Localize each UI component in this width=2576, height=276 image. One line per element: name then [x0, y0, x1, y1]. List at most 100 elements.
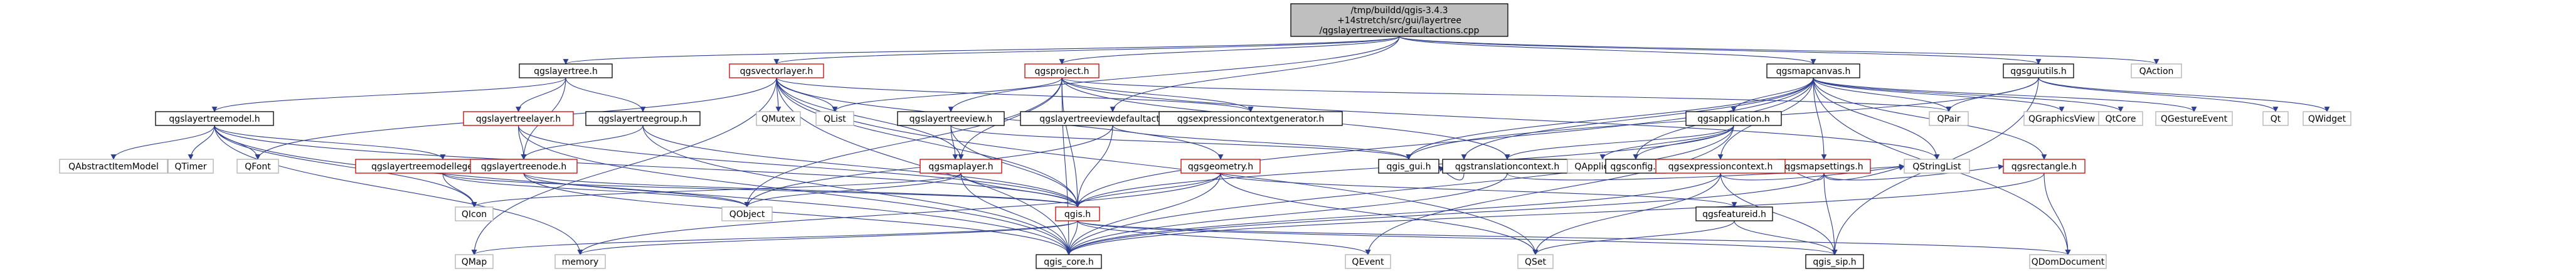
node-box — [1517, 254, 1554, 269]
node-QTimer[interactable]: QTimer — [167, 159, 214, 174]
node-box — [1655, 159, 1786, 174]
node-QtCore[interactable]: QtCore — [2098, 111, 2143, 126]
node-label: qgsexpressioncontextgenerator.h — [1177, 114, 1325, 124]
node-label: QTimer — [174, 162, 206, 172]
node-label: qgslayertreegroup.h — [598, 114, 687, 124]
node-qgsmapsettings[interactable]: qgsmapsettings.h — [1777, 159, 1871, 174]
node-QIcon[interactable]: QIcon — [455, 206, 494, 221]
node-box — [554, 254, 606, 269]
node-qgis_sip[interactable]: qgis_sip.h — [1805, 254, 1864, 269]
edge-qgsproject-to-QList — [832, 77, 1063, 112]
node-QGestureEvent[interactable]: QGestureEvent — [2155, 111, 2233, 126]
node-QSet[interactable]: QSet — [1517, 254, 1554, 269]
node-qgis_gui[interactable]: qgis_gui.h — [1378, 159, 1439, 174]
node-qgsguiutils[interactable]: qgsguiutils.h — [2003, 63, 2074, 78]
node-qgslayertreenode[interactable]: qgslayertreenode.h — [470, 159, 578, 174]
node-QObject[interactable]: QObject — [721, 206, 773, 221]
edge-qgsapplication-to-qgis_core — [1066, 125, 1734, 255]
edge-root-to-qgslayertree — [563, 36, 1400, 65]
node-box — [2003, 63, 2074, 78]
node-box — [2131, 63, 2182, 78]
node-box — [2029, 254, 2107, 269]
node-label: qgsapplication.h — [1697, 114, 1770, 124]
edge-qgstranslationcontext-to-qgis_core — [1066, 172, 1508, 255]
node-label: qgis_sip.h — [1813, 257, 1856, 267]
node-QWidget[interactable]: QWidget — [2303, 111, 2351, 126]
node-QStringList[interactable]: QStringList — [1904, 159, 1970, 174]
node-QMutex[interactable]: QMutex — [756, 111, 801, 126]
edge-qgsgeometry-to-qgis_core — [1066, 172, 1221, 255]
edge-qgsmaplayer-to-qgis_core — [960, 172, 1072, 255]
edge-qgsmapcanvas-to-QPair — [1813, 77, 1952, 112]
node-box — [1024, 63, 1100, 78]
node-qgslayertreeview[interactable]: qgslayertreeview.h — [897, 111, 1005, 126]
edge-qgslayertreemodellegendnode-to-qgis — [442, 172, 1081, 208]
edge-qgslayertreenode-to-qgis_core — [523, 172, 1072, 255]
node-label: qgis_core.h — [1044, 257, 1094, 267]
node-qgsfeatureid[interactable]: qgsfeatureid.h — [1695, 206, 1773, 221]
node-qgsgeometry[interactable]: qgsgeometry.h — [1180, 159, 1261, 174]
edge-qgsexpressioncontext-to-QSet — [1532, 172, 1721, 255]
node-box — [519, 63, 613, 78]
node-qgsexpressioncontext[interactable]: qgsexpressioncontext.h — [1655, 159, 1786, 174]
node-qgslayertreemodel[interactable]: qgslayertreemodel.h — [155, 111, 274, 126]
node-label: QAbstractItemModel — [68, 162, 159, 172]
node-box — [155, 111, 274, 126]
node-label: qgsproject.h — [1035, 66, 1089, 77]
node-qgslayertree[interactable]: qgslayertree.h — [519, 63, 613, 78]
node-qgslayertreegroup[interactable]: qgslayertreegroup.h — [585, 111, 701, 126]
node-QGraphicsView[interactable]: QGraphicsView — [2023, 111, 2100, 126]
header-nodes: /tmp/buildd/qgis-3.4.3+14stretch/src/gui… — [59, 3, 2351, 269]
node-QAction[interactable]: QAction — [2131, 63, 2182, 78]
node-box — [1158, 111, 1343, 126]
edge-root-to-qgsmapcanvas — [1399, 36, 1816, 65]
node-box — [59, 159, 168, 174]
edge-qgslayertreemodellegendnode-to-QObject — [442, 172, 750, 208]
node-qgslayertreelayer[interactable]: qgslayertreelayer.h — [463, 111, 574, 126]
node-qgis_core[interactable]: qgis_core.h — [1036, 254, 1102, 269]
node-Qt[interactable]: Qt — [2262, 111, 2289, 126]
node-qgsapplication[interactable]: qgsapplication.h — [1685, 111, 1782, 126]
node-qgstranslationcontext[interactable]: qgstranslationcontext.h — [1442, 159, 1572, 174]
node-box — [1766, 63, 1860, 78]
edge-qgsmapcanvas-to-qgsrectangle — [1813, 77, 2047, 160]
node-QAbstractItemModel[interactable]: QAbstractItemModel — [59, 159, 168, 174]
edge-qgsrectangle-to-QDomDocument — [2043, 172, 2071, 255]
node-label: /qgslayertreeviewdefaultactions.cpp — [1320, 26, 1480, 36]
edge-qgsfeatureid-to-qgis_sip — [1734, 220, 1838, 255]
edge-qgsmapcanvas-to-qgsprevieweffect — [1461, 77, 1814, 160]
node-label: QWidget — [2308, 114, 2346, 124]
node-qgsproject[interactable]: qgsproject.h — [1024, 63, 1100, 78]
edge-qgsapplication-to-qgsconfig — [1633, 125, 1734, 160]
node-qgis[interactable]: qgis.h — [1055, 206, 1100, 221]
node-QFont[interactable]: QFont — [236, 159, 279, 174]
node-qgsexpressioncontextgenerator[interactable]: qgsexpressioncontextgenerator.h — [1158, 111, 1343, 126]
edge-qgsvectorlayer-to-QList — [776, 77, 838, 112]
node-memory[interactable]: memory — [554, 254, 606, 269]
edge-qgsmapsettings-to-qgsrectangle — [1823, 164, 2004, 181]
edge-qgsproject-to-qgsmaplayer — [958, 77, 1063, 160]
node-box — [721, 206, 773, 221]
node-QList[interactable]: QList — [815, 111, 854, 126]
node-QMap[interactable]: QMap — [455, 254, 494, 269]
edge-qgsmapsettings-to-qgis_sip — [1823, 172, 1838, 255]
node-qgsconfig[interactable]: qgsconfig.h — [1605, 159, 1667, 174]
node-qgsvectorlayer[interactable]: qgsvectorlayer.h — [729, 63, 824, 78]
node-QDomDocument[interactable]: QDomDocument — [2029, 254, 2107, 269]
node-QEvent[interactable]: QEvent — [1345, 254, 1391, 269]
edge-qgsexpressioncontext-to-qgis_core — [1066, 172, 1721, 255]
node-qgsmapcanvas[interactable]: qgsmapcanvas.h — [1766, 63, 1860, 78]
node-box — [455, 254, 494, 269]
edge-qgis-to-QDomDocument — [1077, 220, 2070, 255]
node-label: qgslayertreelayer.h — [476, 114, 561, 124]
node-box — [729, 63, 824, 78]
node-box — [2303, 111, 2351, 126]
edge-qgsexpressioncontext-to-QStringList — [1720, 164, 1905, 181]
node-qgsmaplayer[interactable]: qgsmaplayer.h — [920, 159, 1002, 174]
edge-qgsapplication-to-QApplication — [1599, 125, 1734, 160]
node-box — [1290, 3, 1508, 37]
node-qgsrectangle[interactable]: qgsrectangle.h — [2003, 159, 2086, 174]
node-QPair[interactable]: QPair — [1929, 111, 1969, 126]
edge-qgslayertreemodel-to-QTimer — [188, 125, 215, 160]
edge-qgslayertreelayer-to-qgis — [517, 125, 1081, 208]
